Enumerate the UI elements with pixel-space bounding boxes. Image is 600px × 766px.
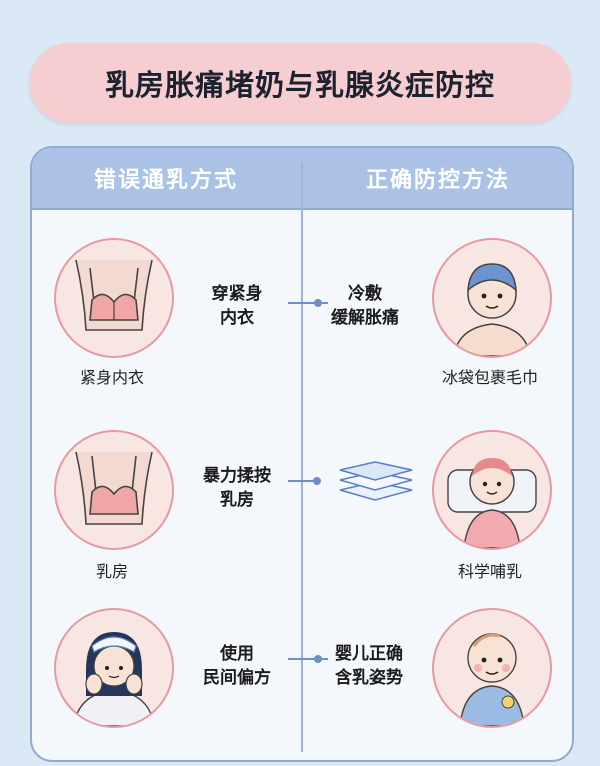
connector-2 — [288, 480, 318, 482]
baby-sitting-icon — [432, 608, 552, 728]
wrong-caption-1: 紧身内衣 — [79, 368, 144, 387]
wrong-text-3-line-1: 使用 — [220, 644, 254, 664]
connector-dot-1 — [314, 299, 322, 307]
baby-in-bed-icon — [432, 430, 552, 550]
wrong-text-1: 穿紧身 内衣 — [192, 282, 282, 330]
right-text-3-line-2: 含乳姿势 — [335, 668, 403, 688]
row-1: 紧身内衣 穿紧身 内衣 冷敷 缓解胀痛 冰袋包裹毛巾 — [32, 228, 572, 387]
man-cold-compress-icon — [432, 238, 552, 358]
wrong-text-2-line-2: 乳房 — [220, 490, 254, 510]
page-title: 乳房胀痛堵奶与乳腺炎症防控 — [104, 68, 495, 102]
right-caption-2: 科学哺乳 — [457, 562, 522, 581]
connector-3 — [288, 658, 328, 660]
woman-worried-icon — [54, 608, 174, 728]
wrong-text-3-line-2: 民间偏方 — [203, 668, 271, 688]
wrong-text-1-line-1: 穿紧身 — [211, 284, 263, 304]
row-3: 使用 民间偏方 婴儿正确 含乳姿势 — [32, 596, 572, 746]
wrong-text-1-line-2: 内衣 — [220, 308, 254, 328]
comparison-card: 错误通乳方式 正确防控方法 紧身内衣 穿紧身 内衣 冷敷 缓解胀痛 — [30, 146, 574, 762]
wrong-text-2: 暴力揉按 乳房 — [192, 464, 282, 512]
wrong-text-2-line-1: 暴力揉按 — [203, 466, 271, 486]
row-2: 乳房 暴力揉按 乳房 科学哺乳 — [32, 418, 572, 581]
title-banner: 乳房胀痛堵奶与乳腺炎症防控 — [29, 43, 571, 123]
right-text-1-line-2: 缓解胀痛 — [331, 308, 399, 328]
connector-dot-2 — [313, 477, 321, 485]
connector-dot-3 — [314, 655, 322, 663]
column-title-right: 正确防控方法 — [365, 168, 510, 193]
bra-icon — [54, 238, 174, 358]
right-text-1: 冷敷 缓解胀痛 — [320, 282, 410, 330]
right-text-3-line-1: 婴儿正确 — [335, 644, 403, 664]
wrong-text-3: 使用 民间偏方 — [192, 642, 282, 690]
towel-stack-icon — [339, 461, 413, 501]
right-text-3: 婴儿正确 含乳姿势 — [324, 642, 414, 690]
right-caption-1: 冰袋包裹毛巾 — [441, 368, 538, 387]
wrong-caption-2: 乳房 — [95, 562, 128, 581]
bra-icon — [54, 430, 174, 550]
column-divider — [301, 162, 303, 752]
connector-1 — [288, 302, 328, 304]
column-title-wrong: 错误通乳方式 — [93, 168, 238, 193]
right-text-1-line-1: 冷敷 — [348, 284, 382, 304]
